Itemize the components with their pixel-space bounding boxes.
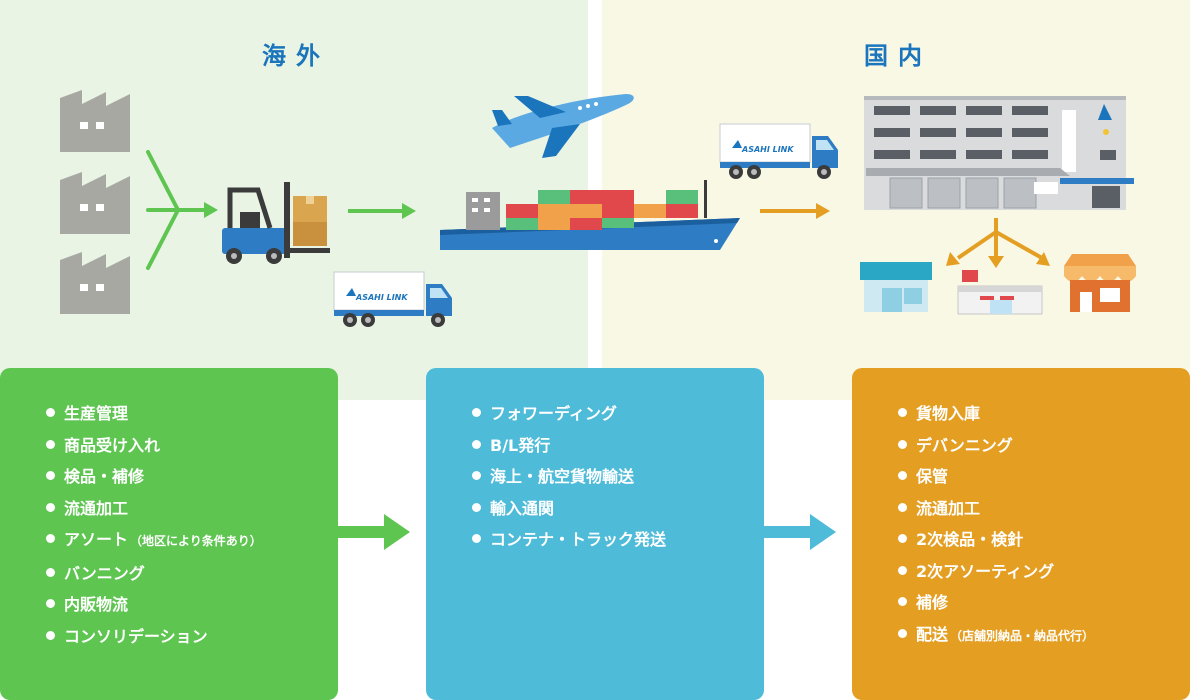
blue-flow-arrow-icon <box>764 514 836 550</box>
list-item: 内販物流 <box>46 589 338 621</box>
supermarket-icon <box>957 270 1043 315</box>
bullet-icon <box>46 471 55 480</box>
transport-services-panel: フォワーディング B/L発行 海上・航空貨物輸送 輸入通関 コンテナ・トラック発… <box>426 368 764 700</box>
bullet-icon <box>898 597 907 606</box>
bullet-icon <box>46 439 55 449</box>
list-item: 検品・補修 <box>46 461 338 493</box>
list-item: 貨物入庫 <box>898 398 1190 430</box>
list-item: 流通加工 <box>46 493 338 525</box>
factory-icon <box>60 172 130 234</box>
list-item: B/L発行 <box>472 430 764 462</box>
list-item: 輸入通関 <box>472 493 764 525</box>
list-item: コンテナ・トラック発送 <box>472 524 764 556</box>
factory-icon <box>60 252 130 314</box>
truck-brand-label: ASAHI LINK <box>741 145 794 154</box>
bullet-icon <box>898 439 907 449</box>
bullet-icon <box>46 599 55 608</box>
bullet-icon <box>472 471 481 480</box>
shop-icon <box>1064 254 1136 312</box>
converge-arrow <box>146 150 208 270</box>
list-item: 生産管理 <box>46 398 338 430</box>
list-item: 商品受け入れ <box>46 430 338 462</box>
list-item: コンソリデーション <box>46 621 338 653</box>
bullet-icon <box>898 565 907 575</box>
bullet-icon <box>472 502 481 512</box>
list-item: アソート（地区により条件あり） <box>46 524 338 558</box>
bullet-icon <box>46 502 55 512</box>
overseas-title: 海外 <box>262 42 330 70</box>
warehouse-icon <box>864 96 1134 210</box>
bullet-icon <box>898 628 907 638</box>
distribution-arrows <box>956 218 1043 260</box>
bullet-icon <box>898 471 907 480</box>
forklift-icon <box>222 182 330 264</box>
list-item: 補修 <box>898 587 1190 619</box>
list-item: 流通加工 <box>898 493 1190 525</box>
list-item: 2次アソーティング <box>898 556 1190 588</box>
green-flow-arrow-icon <box>338 514 410 550</box>
list-item: フォワーディング <box>472 398 764 430</box>
list-item: 配送（店舗別納品・納品代行） <box>898 619 1190 653</box>
bullet-icon <box>898 502 907 512</box>
bullet-icon <box>46 630 55 640</box>
bullet-icon <box>472 534 481 543</box>
overseas-services-list: 生産管理 商品受け入れ 検品・補修 流通加工 アソート（地区により条件あり） バ… <box>46 398 338 652</box>
bullet-icon <box>472 408 481 417</box>
bullet-icon <box>46 534 55 543</box>
factory-icon <box>60 90 130 152</box>
list-item: 2次検品・検針 <box>898 524 1190 556</box>
domestic-title: 国内 <box>864 42 932 70</box>
bullet-icon <box>898 534 907 543</box>
list-item: デバンニング <box>898 430 1190 462</box>
list-item: 海上・航空貨物輸送 <box>472 461 764 493</box>
bullet-icon <box>46 567 55 577</box>
list-item: 保管 <box>898 461 1190 493</box>
transport-services-list: フォワーディング B/L発行 海上・航空貨物輸送 輸入通関 コンテナ・トラック発… <box>472 398 764 556</box>
domestic-services-list: 貨物入庫 デバンニング 保管 流通加工 2次検品・検針 2次アソーティング 補修… <box>898 398 1190 652</box>
bullet-icon <box>472 439 481 449</box>
overseas-services-panel: 生産管理 商品受け入れ 検品・補修 流通加工 アソート（地区により条件あり） バ… <box>0 368 338 700</box>
bullet-icon <box>898 408 907 417</box>
airplane-icon <box>492 94 634 158</box>
truck-brand-label: ASAHI LINK <box>355 293 408 302</box>
container-ship-icon <box>440 180 740 250</box>
list-item: バンニング <box>46 558 338 590</box>
logistics-illustration: ASAHI LINK AS <box>60 90 1136 328</box>
domestic-services-panel: 貨物入庫 デバンニング 保管 流通加工 2次検品・検針 2次アソーティング 補修… <box>852 368 1190 700</box>
store-icon <box>860 262 932 312</box>
bullet-icon <box>46 408 55 417</box>
